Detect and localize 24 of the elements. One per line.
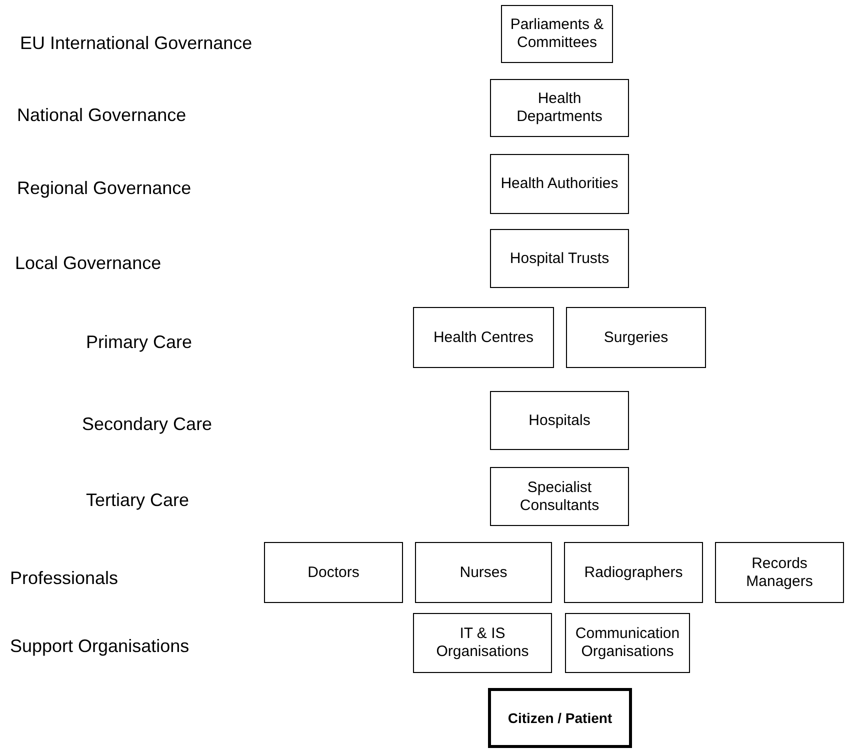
level-label: EU International Governance bbox=[20, 34, 252, 52]
level-label: Primary Care bbox=[86, 333, 192, 351]
process-box: Hospitals bbox=[490, 391, 629, 450]
process-box: Surgeries bbox=[566, 307, 706, 368]
process-box: Records Managers bbox=[715, 542, 844, 603]
level-label: National Governance bbox=[17, 106, 186, 124]
level-label: Regional Governance bbox=[17, 179, 192, 197]
process-box: Specialist Consultants bbox=[490, 467, 629, 526]
process-box: Citizen / Patient bbox=[488, 688, 632, 748]
process-box: Health Departments bbox=[490, 79, 629, 137]
process-box: IT & IS Organisations bbox=[413, 613, 552, 673]
process-box: Health Authorities bbox=[490, 154, 629, 214]
process-box: Radiographers bbox=[564, 542, 703, 603]
level-label: Tertiary Care bbox=[86, 491, 190, 509]
level-label: Support Organisations bbox=[10, 637, 190, 655]
process-box: Doctors bbox=[264, 542, 403, 603]
process-box: Hospital Trusts bbox=[490, 229, 629, 288]
level-label: Professionals bbox=[10, 569, 118, 587]
level-label: Local Governance bbox=[15, 254, 162, 272]
process-box: Health Centres bbox=[413, 307, 554, 368]
level-label: Secondary Care bbox=[82, 415, 212, 433]
process-box: Parliaments & Committees bbox=[501, 5, 613, 63]
process-box: Nurses bbox=[415, 542, 552, 603]
process-box: Communication Organisations bbox=[565, 613, 690, 673]
